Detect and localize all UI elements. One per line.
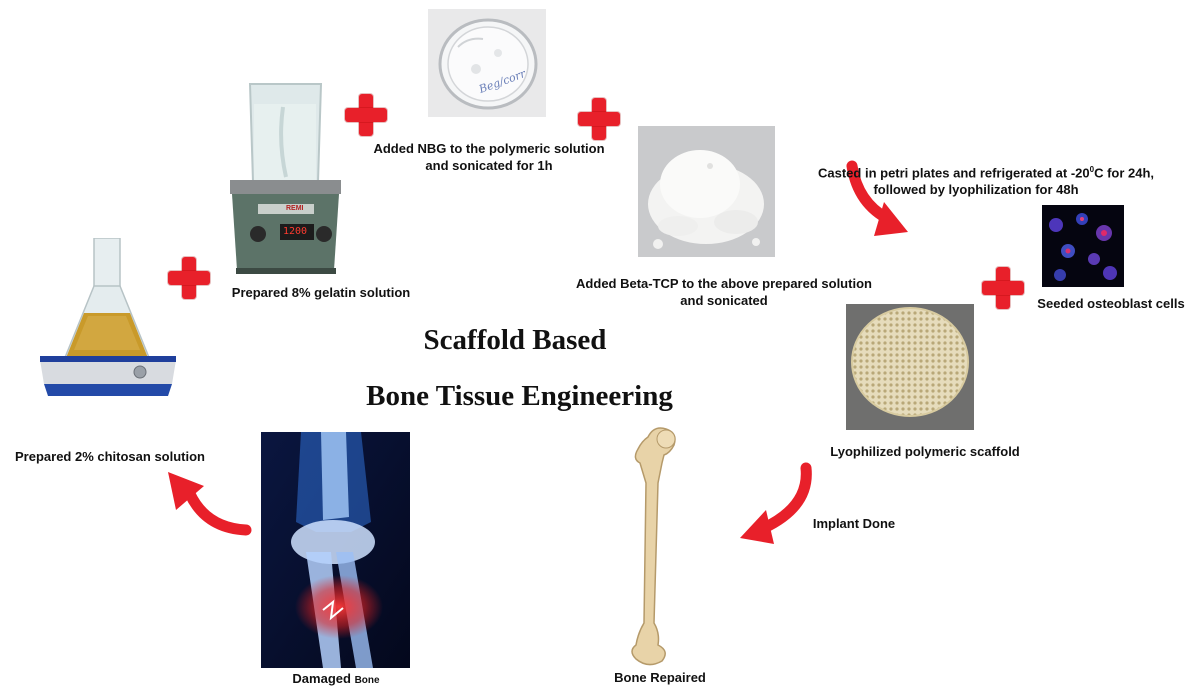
arrow-to-femur-icon	[736, 462, 822, 550]
caption-damaged: Damaged Bone	[262, 670, 410, 689]
caption-nbg: Added NBG to the polymeric solution and …	[360, 140, 618, 174]
caption-nbg-line-1: Added NBG to the polymeric solution	[360, 140, 618, 157]
caption-damaged-small: Bone	[355, 675, 380, 686]
chitosan-stirrer-image	[38, 238, 178, 398]
femur-bone-image	[618, 423, 688, 668]
plus-icon-osteoblast	[982, 267, 1024, 309]
caption-tcp: Added Beta-TCP to the above prepared sol…	[568, 275, 880, 309]
damaged-bone-xray-image	[261, 432, 410, 668]
plus-icon-nbg	[345, 94, 387, 136]
caption-scaffold: Lyophilized polymeric scaffold	[818, 443, 1032, 460]
title-line-2: Bone Tissue Engineering	[352, 380, 687, 413]
caption-nbg-line-2: and sonicated for 1h	[360, 157, 618, 174]
caption-casting: Casted in petri plates and refrigerated …	[818, 161, 1134, 198]
plus-icon-tcp	[578, 98, 620, 140]
caption-implant: Implant Done	[806, 515, 902, 532]
osteoblast-cells-image	[1042, 205, 1124, 287]
caption-osteoblast: Seeded osteoblast cells	[1030, 295, 1192, 312]
petri-dish-image: Beg/corr	[428, 9, 546, 117]
caption-tcp-line-1: Added Beta-TCP to the above prepared sol…	[568, 275, 880, 292]
title-line-1: Scaffold Based	[410, 324, 620, 357]
plus-icon-gelatin	[168, 257, 210, 299]
hotplate-brand: REMI	[286, 205, 304, 212]
caption-casting-line-1: Casted in petri plates and refrigerated …	[818, 161, 1134, 181]
scaffold-image	[846, 304, 974, 430]
caption-tcp-line-2: and sonicated	[568, 292, 880, 309]
arrow-to-chitosan-icon	[160, 470, 252, 540]
caption-casting-line-2: followed by lyophilization for 48h	[818, 181, 1134, 198]
caption-gelatin: Prepared 8% gelatin solution	[226, 284, 416, 301]
hotplate-display: 1200	[283, 226, 307, 237]
caption-chitosan: Prepared 2% chitosan solution	[10, 448, 210, 465]
tcp-powder-image	[638, 126, 775, 257]
caption-repaired: Bone Repaired	[604, 669, 716, 686]
gelatin-hotplate-image: 1200 REMI	[228, 82, 343, 277]
